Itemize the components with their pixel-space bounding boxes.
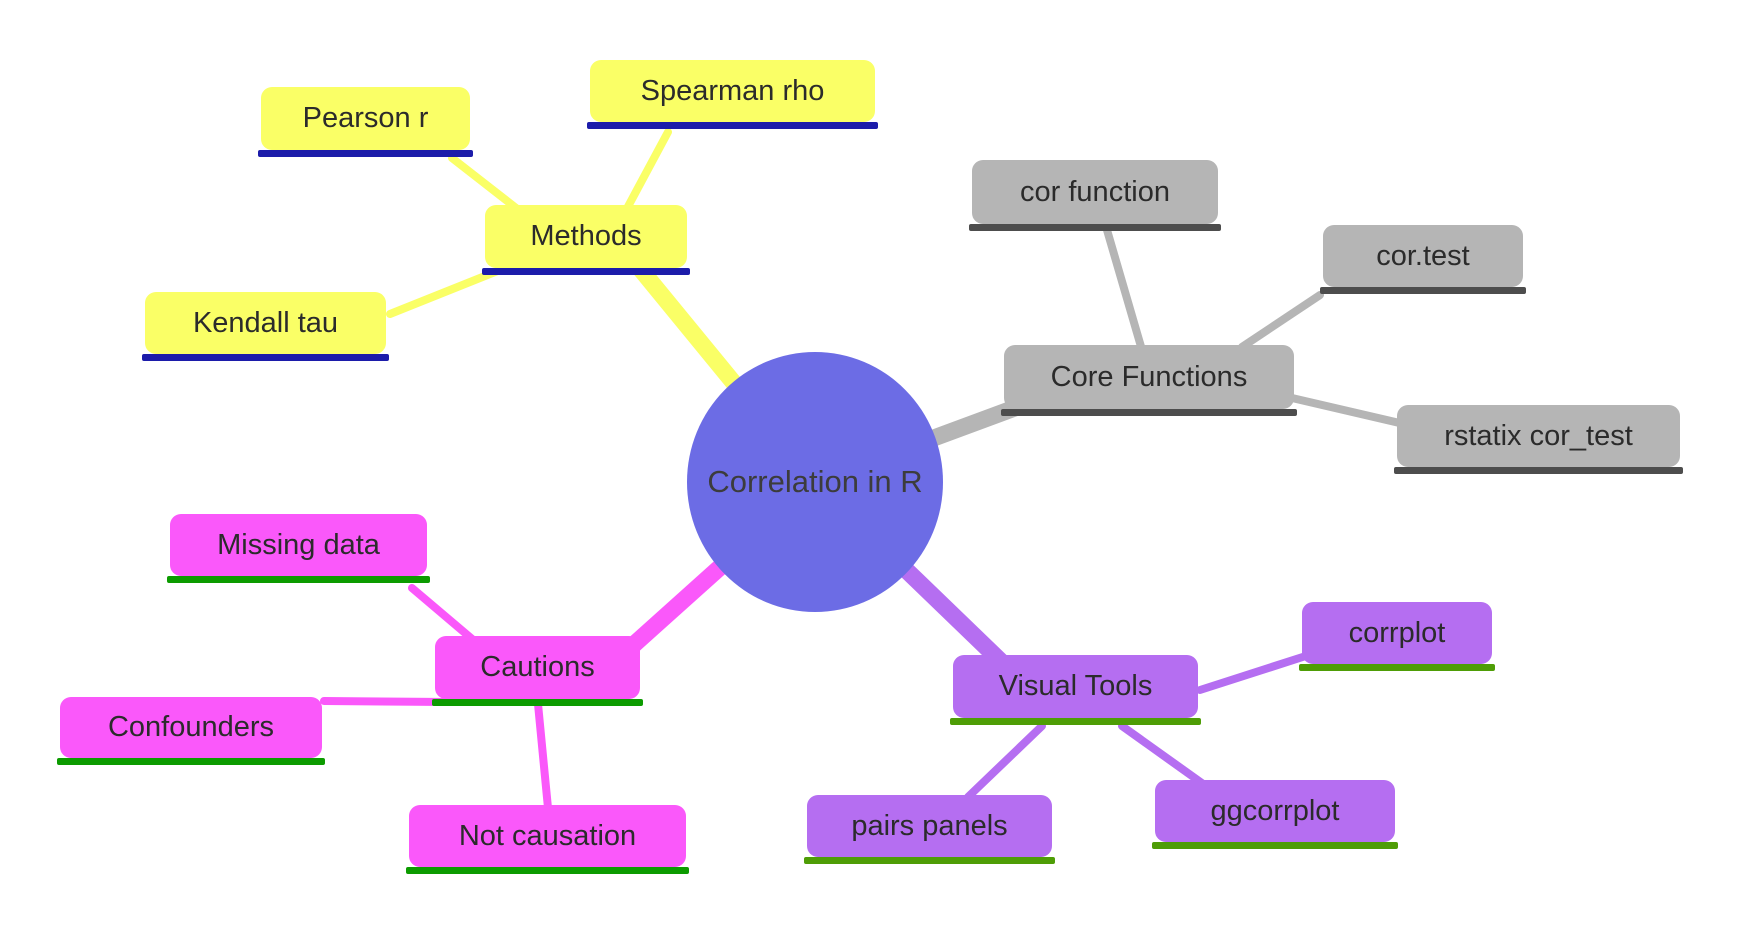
center-topic-label: Correlation in R <box>707 464 923 499</box>
node-label: Methods <box>530 220 642 252</box>
node-visual-tools[interactable]: Visual Tools <box>950 655 1201 725</box>
node-not-causation[interactable]: Not causation <box>406 805 689 874</box>
node-label: Visual Tools <box>998 670 1153 702</box>
edge-core-cor-function <box>1103 226 1146 354</box>
edge-cautions-missing-data <box>408 584 482 648</box>
node-label: Confounders <box>107 711 275 743</box>
edge-cautions-confounders <box>320 697 452 706</box>
node-label: Missing data <box>217 528 380 561</box>
edge-core-cor-test <box>1238 291 1324 351</box>
edge-visual-ggcorrplot <box>1118 722 1210 790</box>
node-label: corrplot <box>1348 616 1446 649</box>
edge-cautions-not-causation <box>534 700 552 812</box>
node-label: pairs panels <box>851 809 1008 842</box>
node-cor-function[interactable]: cor function <box>969 160 1221 231</box>
edge-core-rstatix <box>1288 394 1408 428</box>
node-label: Not causation <box>458 819 637 852</box>
node-label: Cautions <box>480 651 595 683</box>
node-label: Spearman rho <box>640 74 825 107</box>
node-corrplot[interactable]: corrplot <box>1299 602 1495 671</box>
edge-methods-kendall <box>386 266 504 318</box>
node-core-functions[interactable]: Core Functions <box>1001 345 1297 416</box>
node-label: rstatix cor_test <box>1444 419 1633 452</box>
node-label: cor function <box>1020 175 1170 208</box>
node-label: Kendall tau <box>192 306 339 339</box>
edge-visual-corrplot <box>1196 650 1316 694</box>
node-label: cor.test <box>1376 239 1470 272</box>
node-pearson-r[interactable]: Pearson r <box>258 87 473 157</box>
node-label: ggcorrplot <box>1210 794 1340 827</box>
node-label: Pearson r <box>302 102 429 134</box>
node-cor-test[interactable]: cor.test <box>1320 225 1526 294</box>
node-rstatix-cor-test[interactable]: rstatix cor_test <box>1394 405 1683 474</box>
node-kendall-tau[interactable]: Kendall tau <box>142 292 389 361</box>
edge-methods-spearman <box>620 128 672 218</box>
node-missing-data[interactable]: Missing data <box>167 514 430 583</box>
node-ggcorrplot[interactable]: ggcorrplot <box>1152 780 1398 849</box>
node-cautions[interactable]: Cautions <box>432 636 643 706</box>
node-spearman-rho[interactable]: Spearman rho <box>587 60 878 129</box>
edge-visual-pairs-panels <box>964 722 1046 801</box>
node-confounders[interactable]: Confounders <box>57 697 325 765</box>
node-center-topic[interactable]: Correlation in R <box>687 352 943 612</box>
node-methods[interactable]: Methods <box>482 205 690 275</box>
node-pairs-panels[interactable]: pairs panels <box>804 795 1055 864</box>
node-label: Core Functions <box>1050 360 1248 393</box>
